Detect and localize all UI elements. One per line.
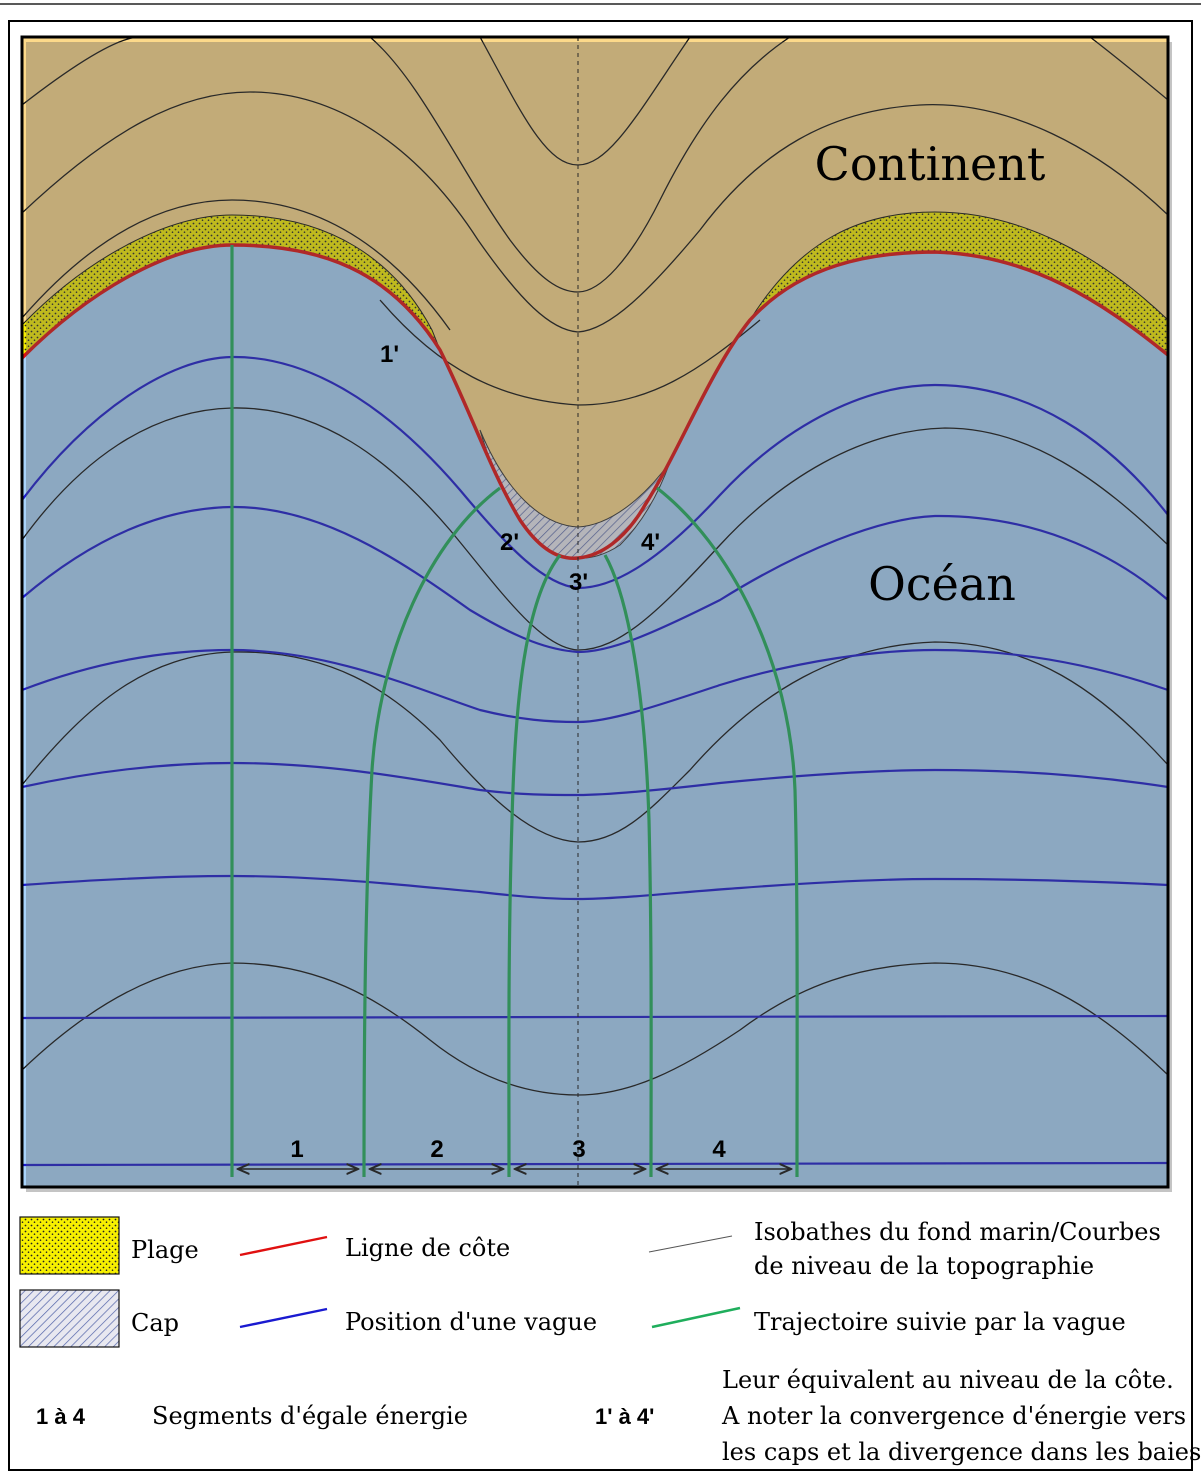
segment-label-4: 4 [712,1136,726,1163]
legend-cap-label: Cap [131,1309,179,1337]
legend-cap-swatch [19,1289,120,1348]
legend-beach-label: Plage [131,1236,199,1264]
legend-coastline-swatch [239,1235,328,1257]
continent-label: Continent [815,137,1046,191]
legend-coast-desc-1: Leur équivalent au niveau de la côte. [722,1366,1174,1394]
legend-beach-swatch [19,1216,120,1275]
legend-isobath-label-2: de niveau de la topographie [754,1252,1094,1280]
map [22,37,1168,1187]
outer-frame [8,20,1193,1471]
legend-isobath-label-1: Isobathes du fond marin/Courbes [754,1218,1161,1246]
coast-point-1: 1' [380,341,399,368]
segment-label-1: 1 [290,1136,303,1163]
coast-point-2: 2' [500,529,519,556]
segment-label-3: 3 [572,1136,585,1163]
legend-segments-key: 1 à 4 [36,1404,86,1429]
ocean-label: Océan [868,557,1016,611]
legend-wave-swatch [239,1307,328,1329]
legend-coast-desc-2: A noter la convergence d'énergie vers [721,1402,1186,1430]
legend-segments-desc: Segments d'égale énergie [152,1402,468,1430]
coast-point-3: 3' [569,569,588,596]
ocean-area [22,245,1168,1187]
wave-trajectories [230,245,799,1178]
legend-isobath-swatch [648,1235,733,1253]
segment-label-2: 2 [430,1136,443,1163]
legend-trajectory-label: Trajectoire suivie par la vague [754,1308,1126,1336]
coast-point-4: 4' [641,529,660,556]
legend-coast-desc-3: les caps et la divergence dans les baies [722,1438,1201,1466]
legend-coast-key: 1' à 4' [595,1404,654,1429]
legend: Plage Cap Ligne de côte Position d'une v… [19,1216,1201,1466]
legend-coastline-label: Ligne de côte [345,1234,510,1262]
map-shadow [26,42,1172,1192]
legend-trajectory-swatch [651,1306,741,1329]
legend-wave-label: Position d'une vague [345,1308,597,1336]
map-border [20,35,1170,1189]
